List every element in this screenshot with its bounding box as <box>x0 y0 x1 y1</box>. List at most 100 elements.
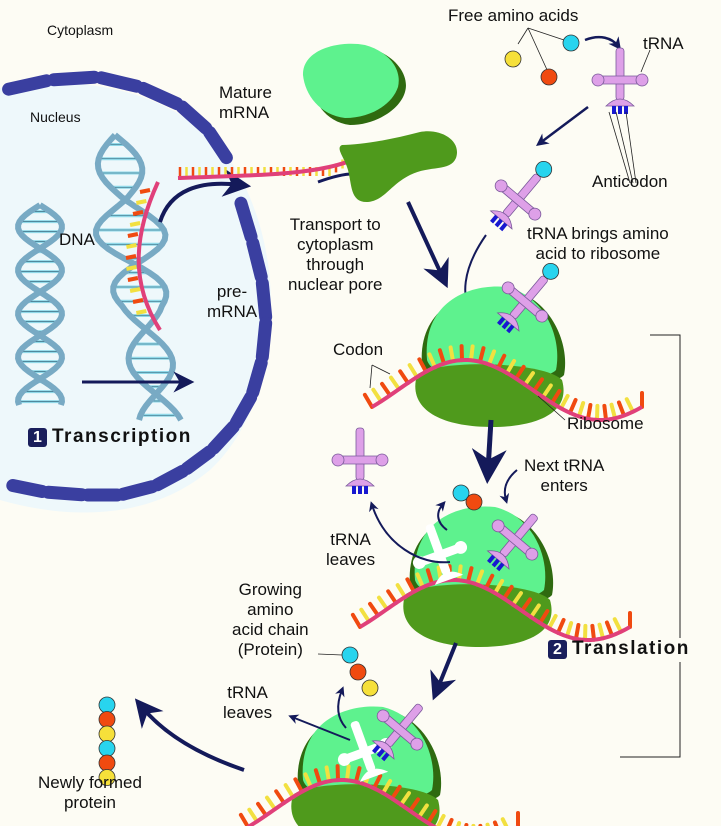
ribosome-translation-2 <box>350 484 632 647</box>
amino-acid <box>452 484 470 502</box>
amino-acid <box>341 646 359 664</box>
amino-acid <box>98 696 116 714</box>
rna-base <box>126 243 137 249</box>
envelope-segment <box>116 480 159 501</box>
codon-base <box>484 573 495 591</box>
ribosome-large-subunit-free <box>302 43 406 125</box>
codon-base <box>597 622 605 641</box>
codon-base <box>264 795 277 812</box>
amino-acid <box>98 754 116 772</box>
dna-strand <box>94 132 176 421</box>
amino-acid <box>465 493 483 511</box>
codon-base <box>446 818 454 826</box>
codon-base <box>590 623 596 642</box>
codon-base <box>565 621 574 639</box>
translation-bracket <box>620 334 681 758</box>
dna-strand <box>15 202 65 406</box>
rna-base <box>127 232 139 238</box>
label-newly-formed-protein: Newly formed protein <box>38 773 142 812</box>
rna-base <box>135 199 147 205</box>
trna-molecule <box>371 703 424 762</box>
label-anticodon: Anticodon <box>592 172 668 191</box>
dna-strand <box>93 132 184 422</box>
dna-strand <box>15 202 65 406</box>
arrow-to-new-protein <box>134 698 245 772</box>
codon-base <box>376 595 389 612</box>
growing-amino-acid-chain <box>341 646 379 697</box>
codon-base <box>514 364 526 381</box>
trna-molecule <box>489 160 553 232</box>
arrow-step-down-2 <box>430 642 458 701</box>
anticodon-base <box>501 320 510 330</box>
trna-molecule <box>496 262 560 334</box>
arrow-trna-leaves-1 <box>369 501 451 564</box>
envelope-segment <box>207 420 240 455</box>
codon-base <box>390 784 402 801</box>
codon-base <box>303 772 313 790</box>
label-dna: DNA <box>59 230 95 249</box>
label-trna-leaves-2: tRNA leaves <box>223 683 273 722</box>
arrow-step-down-1 <box>471 419 507 484</box>
arrow-chain-move-2 <box>335 686 347 729</box>
codon-base <box>556 618 566 635</box>
codon-base <box>362 392 374 409</box>
codon-base <box>274 789 286 805</box>
codon-base <box>435 813 446 826</box>
codon-base <box>417 803 429 820</box>
step-transcription: 1 Transcription <box>28 426 192 448</box>
rna-base <box>126 265 137 271</box>
rna-base <box>129 221 141 227</box>
arrow-amino-to-trna <box>584 35 622 50</box>
codon-base <box>492 820 499 826</box>
amino-acid <box>349 663 367 681</box>
codon-base <box>493 579 505 596</box>
envelope-segment <box>47 70 101 87</box>
anticodon-base <box>372 744 381 754</box>
codon-base <box>381 779 393 796</box>
codon-base <box>399 791 411 807</box>
anticodon-base <box>506 324 515 334</box>
anticodon-base <box>381 752 390 762</box>
codon-base <box>345 764 351 783</box>
codon-base <box>577 401 586 419</box>
codon-base <box>238 812 250 826</box>
codon-base <box>380 381 392 398</box>
envelope-segment <box>150 464 190 492</box>
anticodon-base <box>612 106 616 114</box>
anticodon-base <box>494 218 503 228</box>
codon-base <box>532 377 545 393</box>
codon-base <box>407 363 419 380</box>
envelope-segment <box>41 485 89 502</box>
codon-base <box>386 589 398 605</box>
rna-base <box>132 210 144 216</box>
envelope-segment <box>234 196 258 244</box>
mrna-strand <box>370 358 643 422</box>
newly-formed-protein-chain <box>98 696 116 786</box>
anticodon-base <box>497 316 506 326</box>
codon-base <box>368 601 380 618</box>
codon-base <box>405 577 416 594</box>
codon-base <box>475 569 485 587</box>
codon-base <box>586 402 593 421</box>
codon-base <box>395 583 407 600</box>
anticodon-base <box>364 486 368 494</box>
rna-base <box>129 287 141 293</box>
amino-acid <box>98 725 116 743</box>
codon-base <box>602 403 608 422</box>
codon-base <box>496 353 507 371</box>
codon-base <box>520 597 533 613</box>
rna-base <box>125 254 137 260</box>
codon-base <box>371 387 383 404</box>
trna-molecule <box>591 47 649 114</box>
label-mature-mrna: Mature mRNA <box>219 83 272 122</box>
dna-helix-transcribing <box>93 132 184 422</box>
dna-helix-left <box>15 202 65 406</box>
anticodon-base <box>376 748 385 758</box>
label-nucleus: Nucleus <box>30 109 81 125</box>
arrow-trna-leaves-2 <box>288 714 351 741</box>
label-free-amino-acids: Free amino acids <box>448 6 579 25</box>
codon-base <box>511 591 523 607</box>
codon-base <box>247 807 259 824</box>
codon-base <box>293 777 304 794</box>
envelope-segment <box>136 81 184 111</box>
